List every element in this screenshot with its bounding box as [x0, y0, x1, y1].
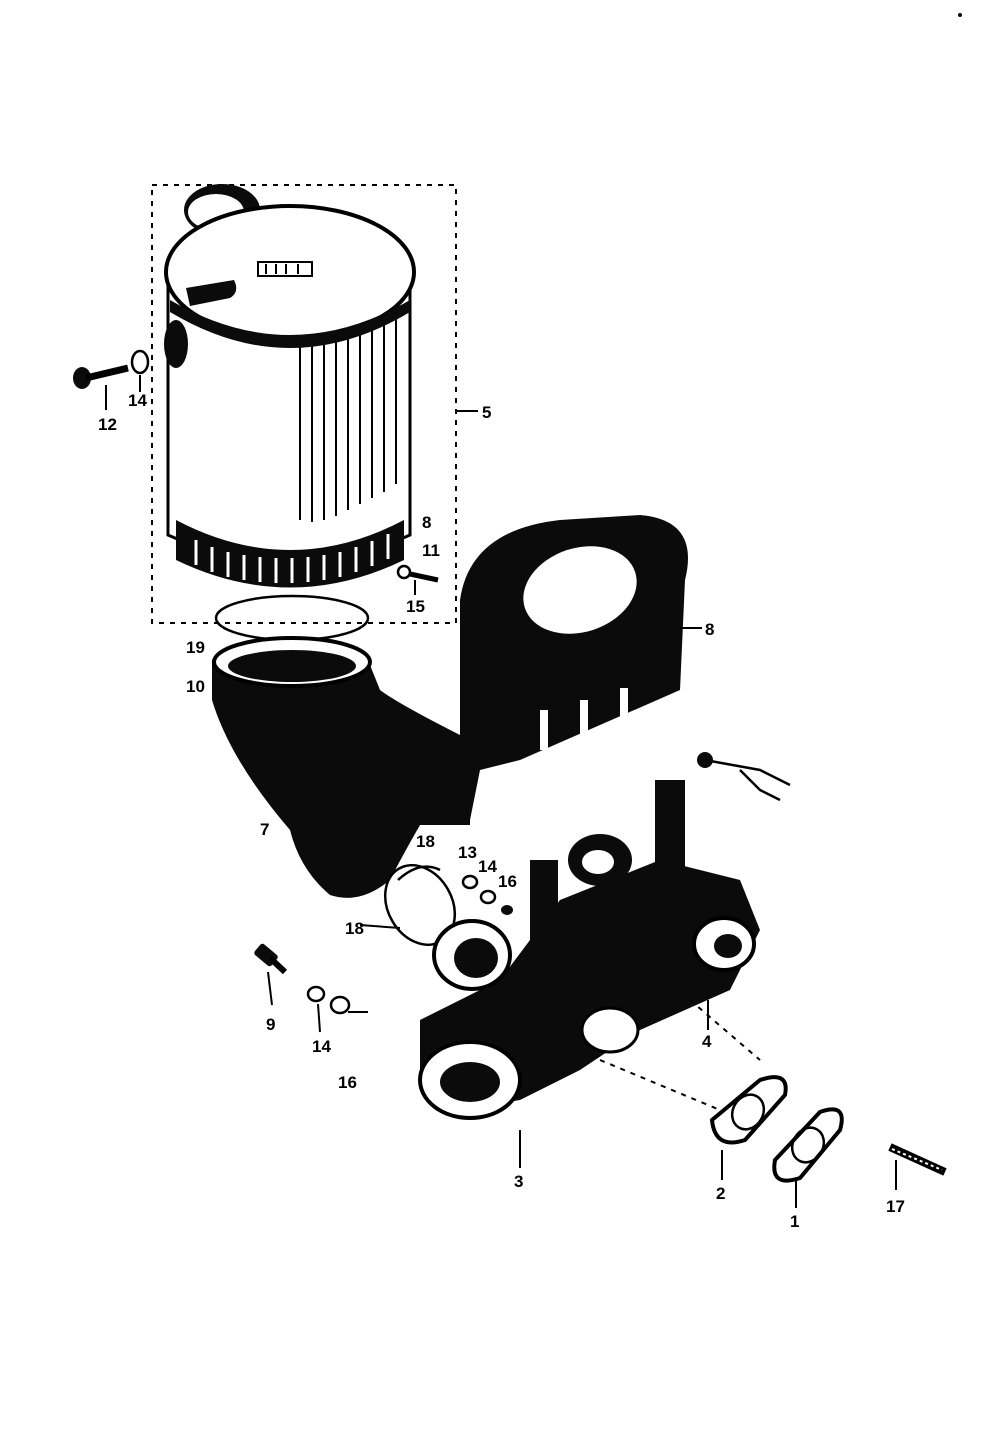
callout-16-middle: 16	[498, 872, 517, 891]
clamp-ring	[214, 594, 370, 642]
callout-16-lower: 16	[338, 1073, 357, 1092]
stud-17	[888, 1143, 947, 1176]
screw-15	[396, 564, 439, 583]
callout-15: 15	[406, 597, 425, 616]
leader-lines	[105, 375, 897, 1208]
callout-18-upper: 18	[416, 832, 435, 851]
callout-14-lower: 14	[312, 1037, 331, 1056]
scan-speck	[958, 13, 962, 17]
washer-14	[306, 985, 326, 1003]
callout-labels: 5 12 14 8 11 15 8 19 10 7 18 13 14 16 18…	[98, 391, 905, 1231]
washer-14-upper	[130, 349, 150, 375]
callout-19: 19	[186, 638, 205, 657]
callout-7: 7	[260, 820, 269, 839]
lid-emblem-marks	[257, 261, 313, 277]
callout-4: 4	[702, 1032, 712, 1051]
bolt-12	[73, 364, 129, 389]
carburettor-body	[418, 752, 791, 1120]
gasket-1	[772, 1107, 844, 1183]
callout-14-upper: 14	[128, 391, 147, 410]
callout-11: 11	[422, 541, 440, 560]
callout-10: 10	[186, 677, 205, 696]
nut-16	[329, 995, 351, 1015]
air-filter-housing	[164, 184, 416, 588]
callout-8-bracket: 8	[705, 620, 714, 639]
intake-elbow	[212, 636, 470, 898]
callout-9: 9	[266, 1015, 275, 1034]
callout-12: 12	[98, 415, 117, 434]
callout-2: 2	[716, 1184, 725, 1203]
assembly-boundary-box	[151, 184, 457, 624]
callout-14-middle: 14	[478, 857, 497, 876]
callout-17: 17	[886, 1197, 905, 1216]
small-fasteners-upper	[461, 874, 513, 915]
callout-8-upper: 8	[422, 513, 431, 532]
projection-line-3	[599, 1059, 721, 1111]
callout-13: 13	[458, 843, 477, 862]
bolt-9	[254, 943, 288, 975]
callout-5: 5	[482, 403, 491, 422]
mounting-bracket	[460, 515, 688, 820]
callout-18-lower: 18	[345, 919, 364, 938]
callout-3: 3	[514, 1172, 523, 1191]
gasket-2	[709, 1075, 788, 1145]
callout-1: 1	[790, 1212, 799, 1231]
projection-line-4	[689, 999, 761, 1061]
